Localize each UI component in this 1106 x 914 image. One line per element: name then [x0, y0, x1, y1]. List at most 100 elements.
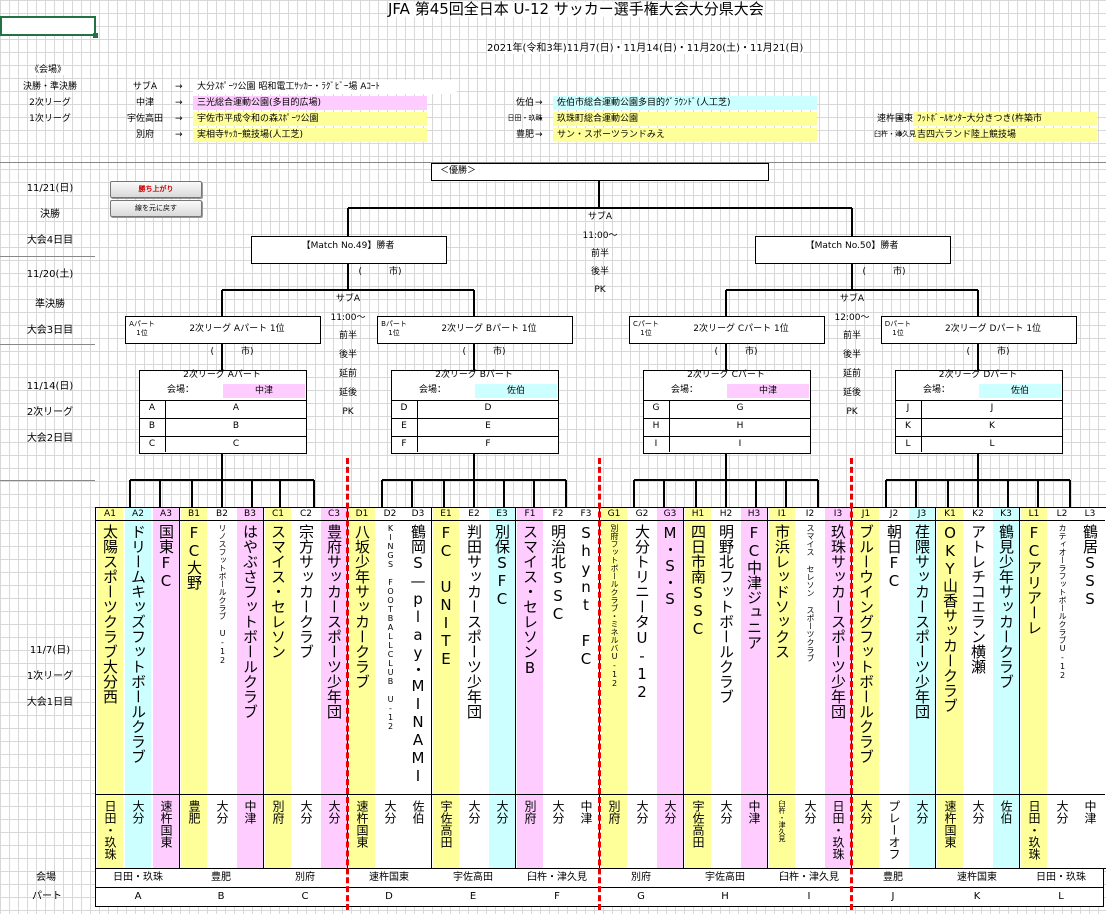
- venue-name: 宇佐市平成令和の森ｽﾎﾟｰﾂ公園: [193, 112, 427, 126]
- venue-tag: 日田・玖珠: [507, 114, 543, 122]
- group-row-line: [391, 400, 559, 401]
- side-day: 大会4日目: [26, 235, 74, 246]
- team-pref: 宇佐高田: [691, 800, 705, 848]
- team-name: 太陽スポーツクラブ大分西: [101, 524, 119, 704]
- team-pref: 速杵国東: [355, 800, 369, 848]
- team-name: 鶴岡S—play・MINAMI: [409, 524, 427, 785]
- footer-part: H: [683, 887, 768, 907]
- venue-name: 玖珠町総合運動公園: [553, 112, 817, 126]
- reset-lines-button[interactable]: 線を元に戻す: [110, 200, 202, 217]
- venue-tag: 中津: [135, 98, 154, 108]
- group-venue-label: 会場：: [419, 385, 447, 395]
- venue-arrow: →: [895, 130, 903, 140]
- venue-arrow: →: [535, 130, 543, 140]
- group-venue: 佐伯: [475, 384, 557, 398]
- team-name: 大分トリニータU-12: [633, 524, 651, 701]
- team-name: はやぶさフットボールクラブ: [241, 524, 259, 719]
- team-name: 別保SFC: [493, 524, 511, 608]
- group-row-code: L: [905, 439, 911, 449]
- venue-name: 実相寺ｻｯｶｰ競技場(人工芝): [193, 128, 427, 142]
- group-row-team: C: [232, 439, 240, 449]
- selected-cell-handle[interactable]: [93, 33, 98, 38]
- team-pref: 速杵国東: [159, 800, 173, 848]
- semi-city: ( 市): [210, 347, 254, 357]
- team-name: スマイス・セレソンB: [521, 524, 539, 677]
- group-divider: [431, 508, 432, 868]
- final-time: 11:00～: [582, 231, 618, 241]
- raise-button[interactable]: 勝ち上がり: [110, 181, 202, 198]
- footer-part: B: [179, 887, 264, 907]
- venue-name: ﾌｯﾄﾎﾞｰﾙｾﾝﾀｰ大分きつき(杵築市: [913, 112, 1097, 126]
- semi-city: ( 市): [462, 347, 506, 357]
- semi-tag: Dパート 1位: [884, 320, 912, 337]
- venue-tag: 佐伯: [515, 98, 534, 108]
- final-score-3: PK: [594, 285, 606, 295]
- team-name: 別府フットボールクラブ・ミネルバU-12: [610, 524, 619, 688]
- venue-tag: サブA: [132, 82, 158, 92]
- final-right-team: [755, 236, 951, 264]
- final-left-city: ( 市): [358, 267, 402, 277]
- selected-cell[interactable]: [0, 16, 96, 36]
- team-pref: 別府: [523, 800, 537, 824]
- group-title: 2次リーグ Aパート: [183, 370, 261, 380]
- team-pref: 大分: [635, 800, 649, 824]
- final-left-team: [251, 236, 447, 264]
- group-divider: [767, 508, 768, 868]
- team-name: 八坂少年サッカークラブ: [353, 524, 371, 689]
- final-venue: サブA: [587, 212, 613, 222]
- group-divider: [683, 508, 684, 868]
- team-pref: 大分: [495, 800, 509, 824]
- footer-part: G: [599, 887, 684, 907]
- group-row-team: E: [485, 421, 491, 431]
- team-pref: 大分: [719, 800, 733, 824]
- venue-name: サン・スポーツランドみえ: [553, 128, 817, 142]
- footer-venue: 臼杵・津久見: [515, 868, 600, 888]
- group-row-line: [139, 418, 307, 419]
- group-row-line: [139, 400, 307, 401]
- final-score-1: 前半: [590, 249, 609, 259]
- group-row-line: [895, 436, 1063, 437]
- team-name: ブルーウイングフットボールクラブ: [857, 524, 875, 764]
- separator-1: [346, 458, 349, 910]
- team-name: リノスフットボールクラブ U-12: [218, 524, 227, 665]
- group-divider: [263, 508, 264, 868]
- semi-score-label: 延前: [842, 369, 861, 379]
- group-row-line: [139, 436, 307, 437]
- team-name: ドリームキッズフットボールクラブ: [129, 524, 147, 764]
- footer-venue: 別府: [599, 868, 684, 888]
- team-pref: 大分: [803, 800, 817, 824]
- semi-score-label: 前半: [338, 331, 357, 341]
- group-venue: 中津: [223, 384, 305, 398]
- final-right-name: 【Match No.50】勝者: [805, 241, 899, 251]
- group-row-team: F: [485, 439, 491, 449]
- group-row-team: A: [232, 403, 240, 413]
- team-pref: 大分: [663, 800, 677, 824]
- team-name: 玖珠サッカースポーツ少年団: [829, 524, 847, 719]
- team-pref: 大分: [971, 800, 985, 824]
- group-row-team: K: [989, 421, 995, 431]
- semi-tag: Aパート 1位: [129, 320, 155, 337]
- venue-arrow: →: [535, 114, 543, 124]
- team-pref: 速杵国東: [943, 800, 957, 848]
- group-divider: [179, 508, 180, 868]
- team-name: FC UNITE: [437, 524, 455, 668]
- semi-team-box: [125, 316, 321, 344]
- side-date: 11/20(土): [26, 269, 74, 280]
- semi-city: ( 市): [966, 347, 1010, 357]
- footer-venue: 日田・玖珠: [95, 868, 181, 888]
- side-day: 大会3日目: [26, 325, 74, 336]
- group-row-code: I: [654, 439, 658, 449]
